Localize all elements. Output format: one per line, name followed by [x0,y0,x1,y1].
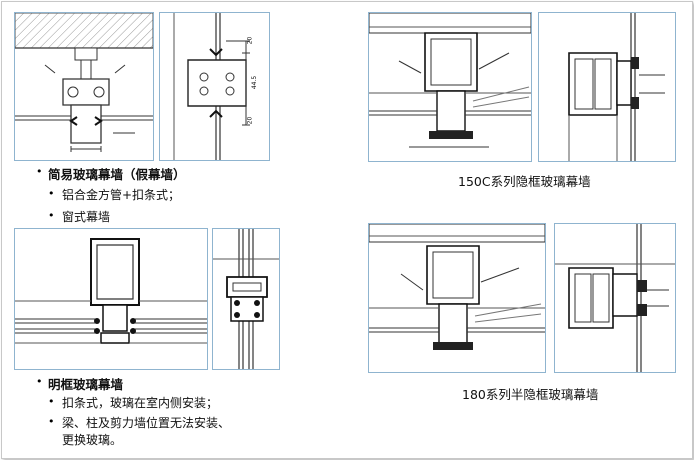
bullet-heading-1: • [36,165,43,178]
drawing-simple-curtain-wall-section [14,12,154,161]
drawing-exposed-frame-elevation [212,228,280,370]
section-drawing-8 [555,224,675,372]
section-drawing-2 [160,13,269,160]
item-clip-strip-indoor-install: 扣条式，玻璃在室内侧安装； [62,396,219,410]
item-beam-column-restriction: 梁、柱及剪力墙位置无法安装、 [62,416,231,430]
dimension-label-top: 20 [246,36,254,45]
section-drawing-4 [213,229,279,369]
bullet-item-4: • [48,415,55,428]
dimension-label-lower: 20 [246,116,254,125]
section-drawing-6 [539,13,675,161]
dimension-label-middle: 44.5 [251,75,259,90]
item-replace-glass: 更换玻璃。 [62,433,123,447]
drawing-150c-hidden-frame-elevation [538,12,676,162]
caption-180-semi-hidden-frame: 180系列半隐框玻璃幕墙 [462,387,599,402]
heading-exposed-frame-curtain-wall: 明框玻璃幕墙 [48,377,124,392]
section-drawing-7 [369,224,545,350]
bullet-item-1: • [48,187,55,200]
drawing-150c-hidden-frame-section [368,12,532,162]
drawing-simple-curtain-wall-elevation: 20 44.5 20 [159,12,270,161]
heading-simple-curtain-wall: 简易玻璃幕墙（假幕墙） [48,167,186,182]
bullet-heading-2: • [36,375,43,388]
section-drawing-1 [15,13,153,160]
bullet-item-2: • [48,209,55,222]
drawing-180-semi-hidden-frame-elevation [554,223,676,373]
item-aluminium-square-tube: 铝合金方管+扣条式； [62,188,181,202]
section-drawing-3 [15,229,207,369]
section-drawing-5 [369,13,531,161]
item-window-curtain-wall: 窗式幕墙 [62,210,111,224]
bullet-item-3: • [48,395,55,408]
drawing-180-semi-hidden-frame-section [368,223,546,373]
caption-150c-hidden-frame: 150C系列隐框玻璃幕墙 [458,174,591,189]
drawing-exposed-frame-section [14,228,208,370]
